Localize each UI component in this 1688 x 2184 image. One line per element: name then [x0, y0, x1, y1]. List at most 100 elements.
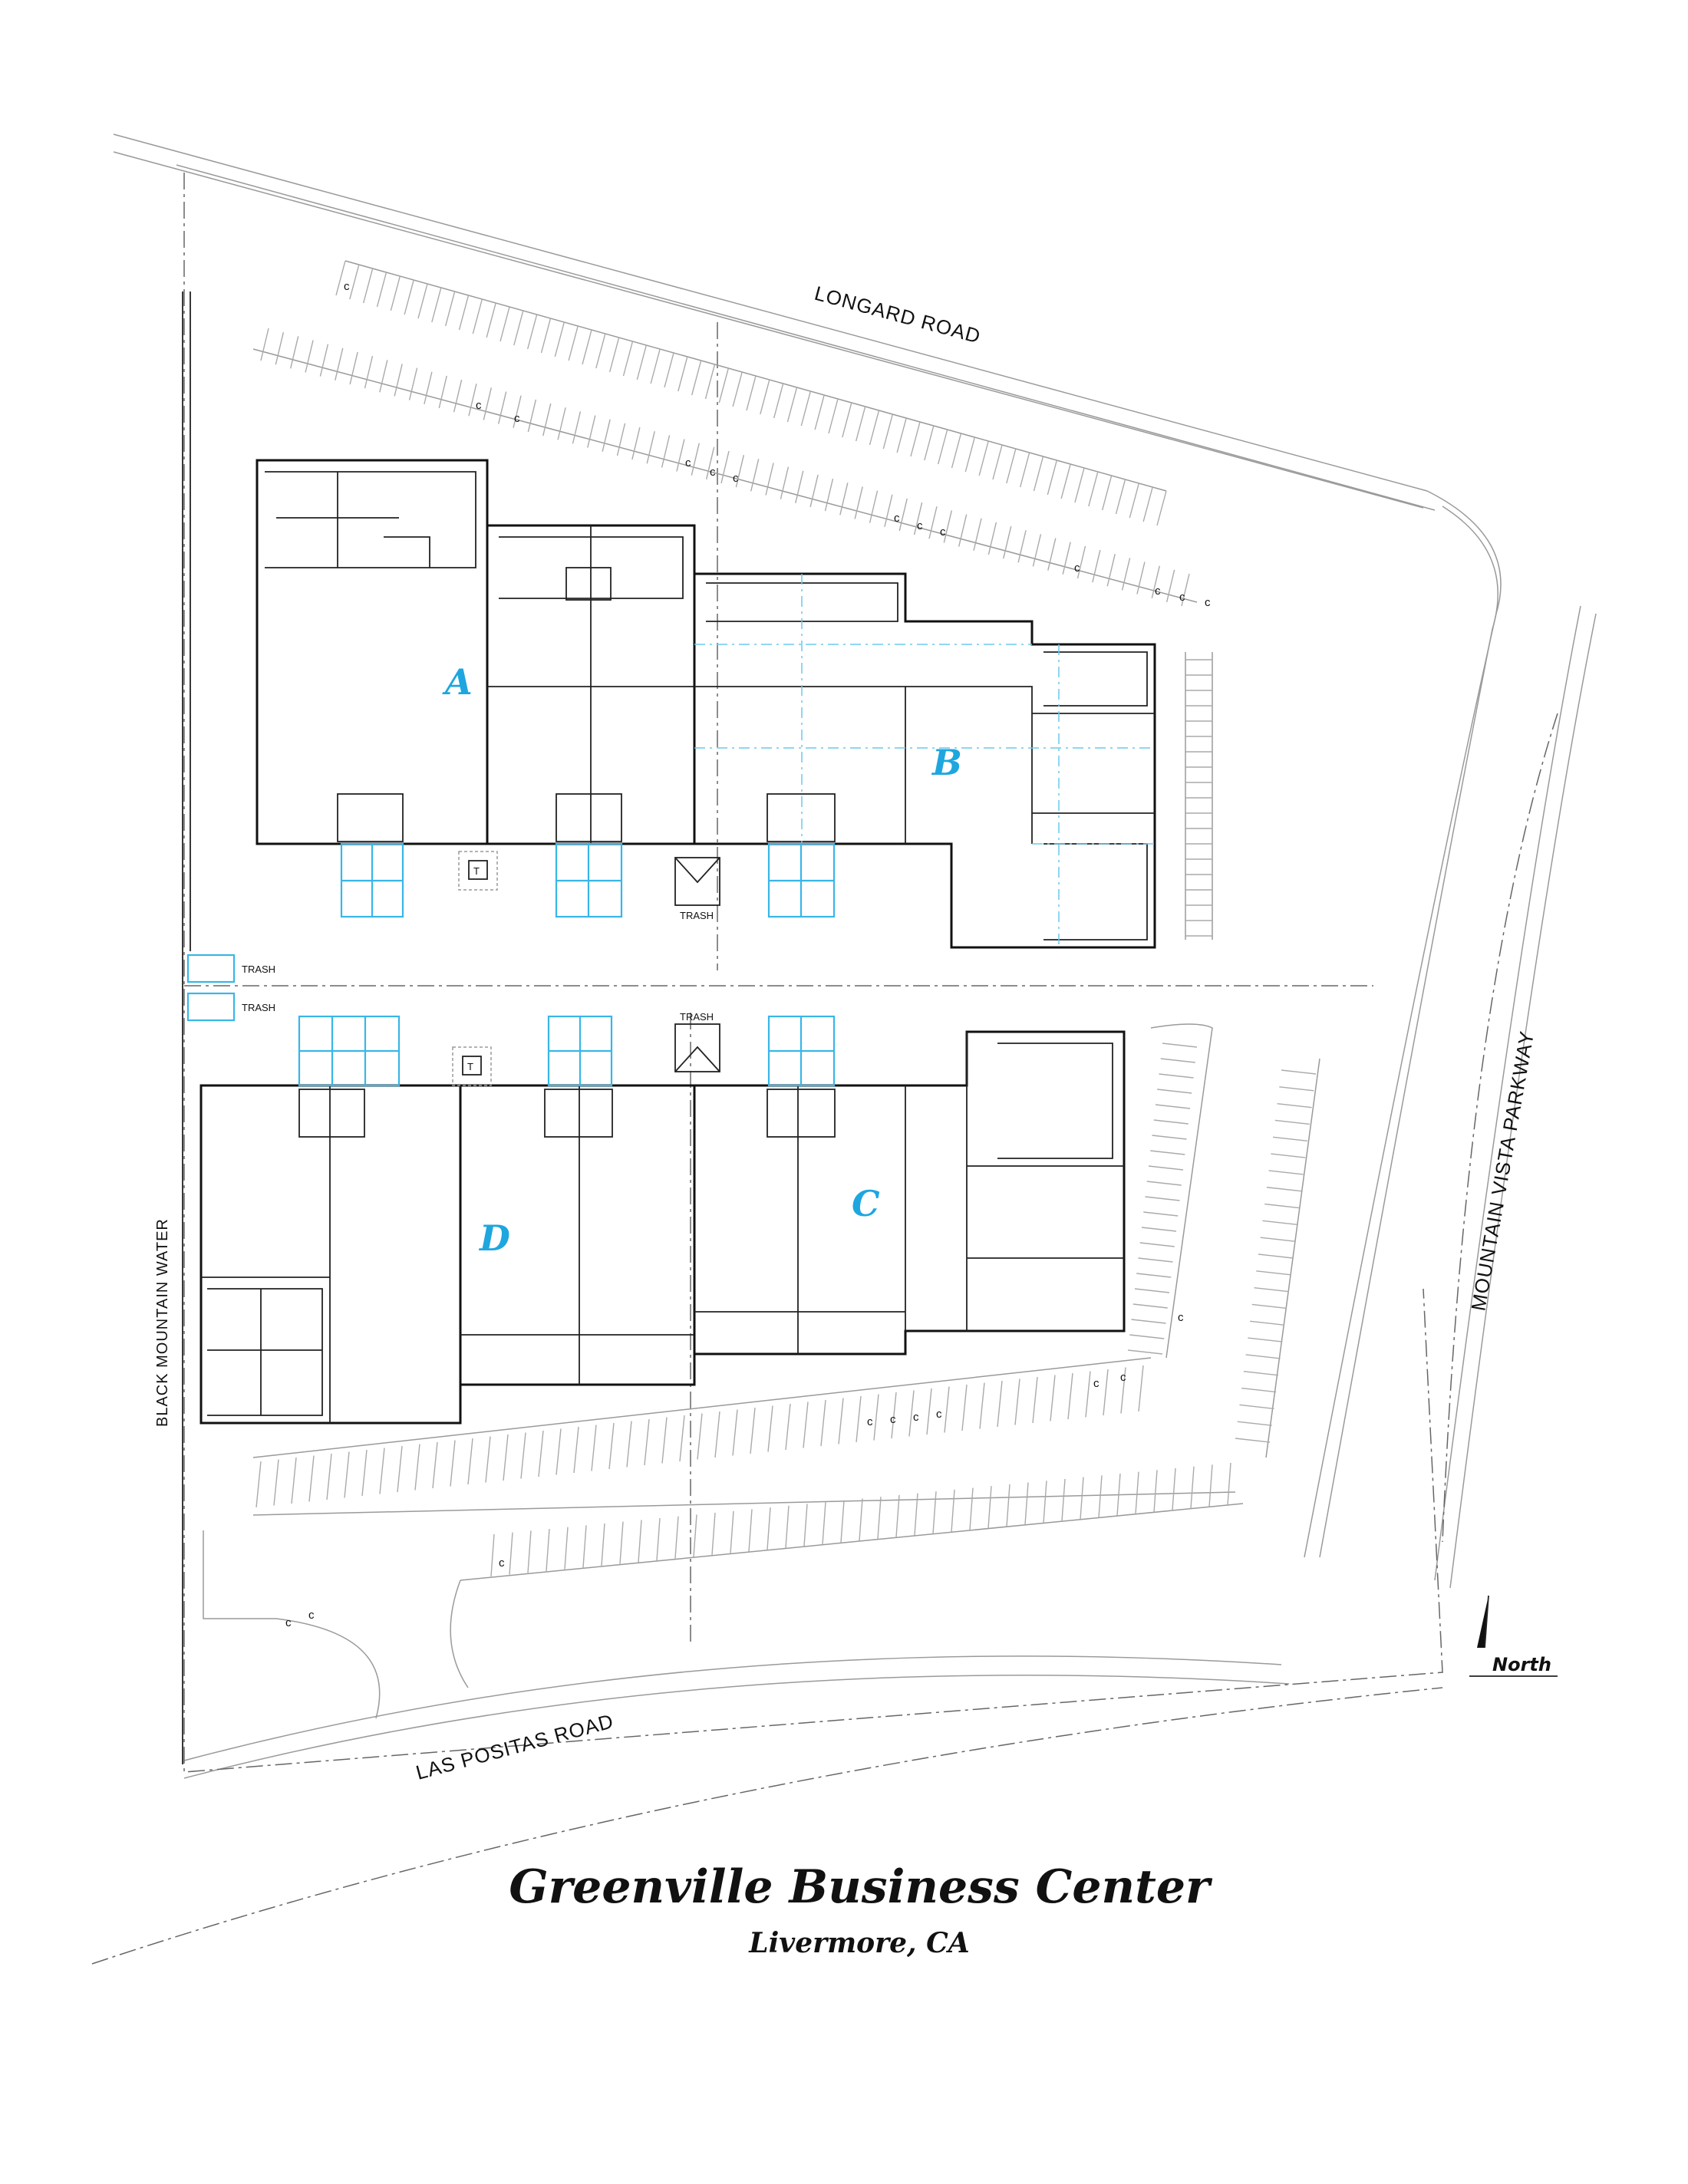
- parking-stall-line: [1281, 1069, 1317, 1075]
- parking-stall-line: [1139, 1242, 1175, 1247]
- parking-stall-line: [542, 403, 552, 436]
- parking-stall-line: [987, 522, 997, 555]
- east-parking: [1127, 1023, 1320, 1458]
- parking-stall-line: [408, 367, 418, 400]
- compact-stall-marker: c: [940, 525, 946, 539]
- building-b-docks: [767, 842, 836, 918]
- parking-stall-line: [1156, 490, 1167, 526]
- parking-stall-line: [557, 407, 566, 440]
- parking-stall-line: [1277, 1102, 1312, 1108]
- parking-stall-line: [1273, 1136, 1308, 1141]
- parking-stall-line: [730, 1510, 734, 1553]
- parking-stall-line: [424, 371, 433, 404]
- parking-stall-line: [1085, 1371, 1091, 1418]
- parking-stall-line: [364, 355, 374, 389]
- parking-stall-line: [873, 1394, 879, 1441]
- parking-stall-line: [1190, 1466, 1195, 1509]
- compact-stall-marker: c: [1205, 596, 1211, 609]
- parking-stall-line: [513, 310, 524, 346]
- parking-stall-line: [691, 360, 702, 396]
- building-label-c: C: [852, 1183, 880, 1224]
- parking-stall-line: [882, 413, 894, 450]
- parking-stall-line: [414, 1444, 420, 1491]
- compact-stall-marker: c: [733, 472, 739, 485]
- site-title: Greenville Business Center: [509, 1860, 1213, 1914]
- parking-stall-line: [664, 352, 674, 388]
- parking-stall-line: [1151, 565, 1160, 598]
- parking-stall-line: [361, 1449, 368, 1497]
- parking-stall-line: [961, 1384, 968, 1431]
- parking-stall-line: [564, 1527, 569, 1570]
- parking-stall-line: [394, 364, 403, 397]
- parking-stall-line: [674, 1516, 679, 1559]
- parking-stall-line: [379, 1448, 385, 1494]
- parking-stall-line: [691, 443, 700, 476]
- parking-stall-line: [1260, 1237, 1295, 1242]
- parking-stall-line: [1092, 549, 1101, 583]
- site-boundary: [183, 173, 1443, 1773]
- parking-stall-line: [1121, 558, 1131, 591]
- building-label-d: D: [478, 1217, 510, 1259]
- parking-stall-line: [1227, 1462, 1231, 1506]
- parking-stall-line: [1248, 1337, 1283, 1342]
- parking-stall-line: [958, 514, 968, 547]
- parking-stall-line: [1262, 1220, 1297, 1226]
- parking-stall-line: [1019, 452, 1030, 488]
- parking-stall-line: [1148, 1165, 1184, 1171]
- parking-stall-line: [973, 518, 982, 551]
- parking-stall-line: [898, 498, 908, 532]
- parking-stall-line: [472, 298, 483, 334]
- compact-stall-marker: c: [499, 1556, 505, 1570]
- parking-stall-line: [527, 399, 537, 433]
- parking-stall-line: [1032, 534, 1042, 567]
- parking-stall-line: [839, 483, 849, 516]
- road-mountain-vista: [1304, 490, 1597, 1589]
- parking-stall-line: [760, 379, 770, 415]
- parking-stall-line: [838, 1398, 844, 1444]
- parking-stall-line: [438, 375, 447, 409]
- parking-stall-line: [720, 450, 730, 484]
- parking-stall-line: [869, 410, 880, 446]
- parking-stall-line: [987, 1486, 992, 1529]
- parking-stall-line: [568, 325, 579, 361]
- parking-stall-line: [661, 1417, 668, 1464]
- parking-stall-line: [1172, 1468, 1176, 1511]
- parking-stall-line: [877, 1497, 882, 1540]
- parking-stall-line: [1266, 1187, 1301, 1192]
- parking-stall-line: [928, 506, 938, 539]
- parking-stall-line: [1264, 1203, 1300, 1209]
- parking-stall-line: [526, 314, 538, 350]
- trash-label-west-2: TRASH: [242, 1002, 275, 1013]
- parking-stall-line: [914, 1493, 918, 1536]
- parking-stall-line: [767, 1507, 771, 1550]
- parking-stall-line: [1241, 1387, 1277, 1393]
- parking-stall-line: [1032, 1376, 1038, 1424]
- building-b-east-parking: [1185, 652, 1213, 940]
- parking-stall-line: [714, 1411, 720, 1458]
- parking-stall-line: [1047, 538, 1057, 571]
- parking-stall-line: [1067, 1372, 1073, 1420]
- trash-label-south: TRASH: [680, 1011, 714, 1023]
- parking-stall-line: [785, 1403, 791, 1451]
- parking-stall-line: [444, 291, 456, 327]
- parking-stall-line: [1131, 1319, 1166, 1324]
- parking-stall-line: [746, 375, 757, 411]
- parking-stall-line: [404, 279, 414, 315]
- parking-stall-line: [932, 1491, 937, 1534]
- parking-stall-line: [601, 1523, 605, 1566]
- south-parking: [203, 1357, 1244, 1719]
- road-las-positas: [91, 1655, 1443, 1965]
- parking-stall-line: [814, 394, 825, 430]
- parking-stall-line: [1088, 471, 1099, 507]
- parking-stall-line: [1250, 1320, 1285, 1326]
- parking-stall-line: [431, 287, 442, 323]
- parking-stall-line: [978, 440, 989, 476]
- parking-stall-line: [1245, 1354, 1281, 1359]
- parking-stall-line: [349, 351, 358, 385]
- parking-stall-line: [786, 387, 798, 423]
- parking-stall-line: [1235, 1438, 1271, 1443]
- building-a: [256, 459, 696, 845]
- compact-stall-marker: c: [1120, 1371, 1126, 1384]
- parking-stall-line: [390, 275, 401, 311]
- parking-stall-line: [1160, 1058, 1195, 1063]
